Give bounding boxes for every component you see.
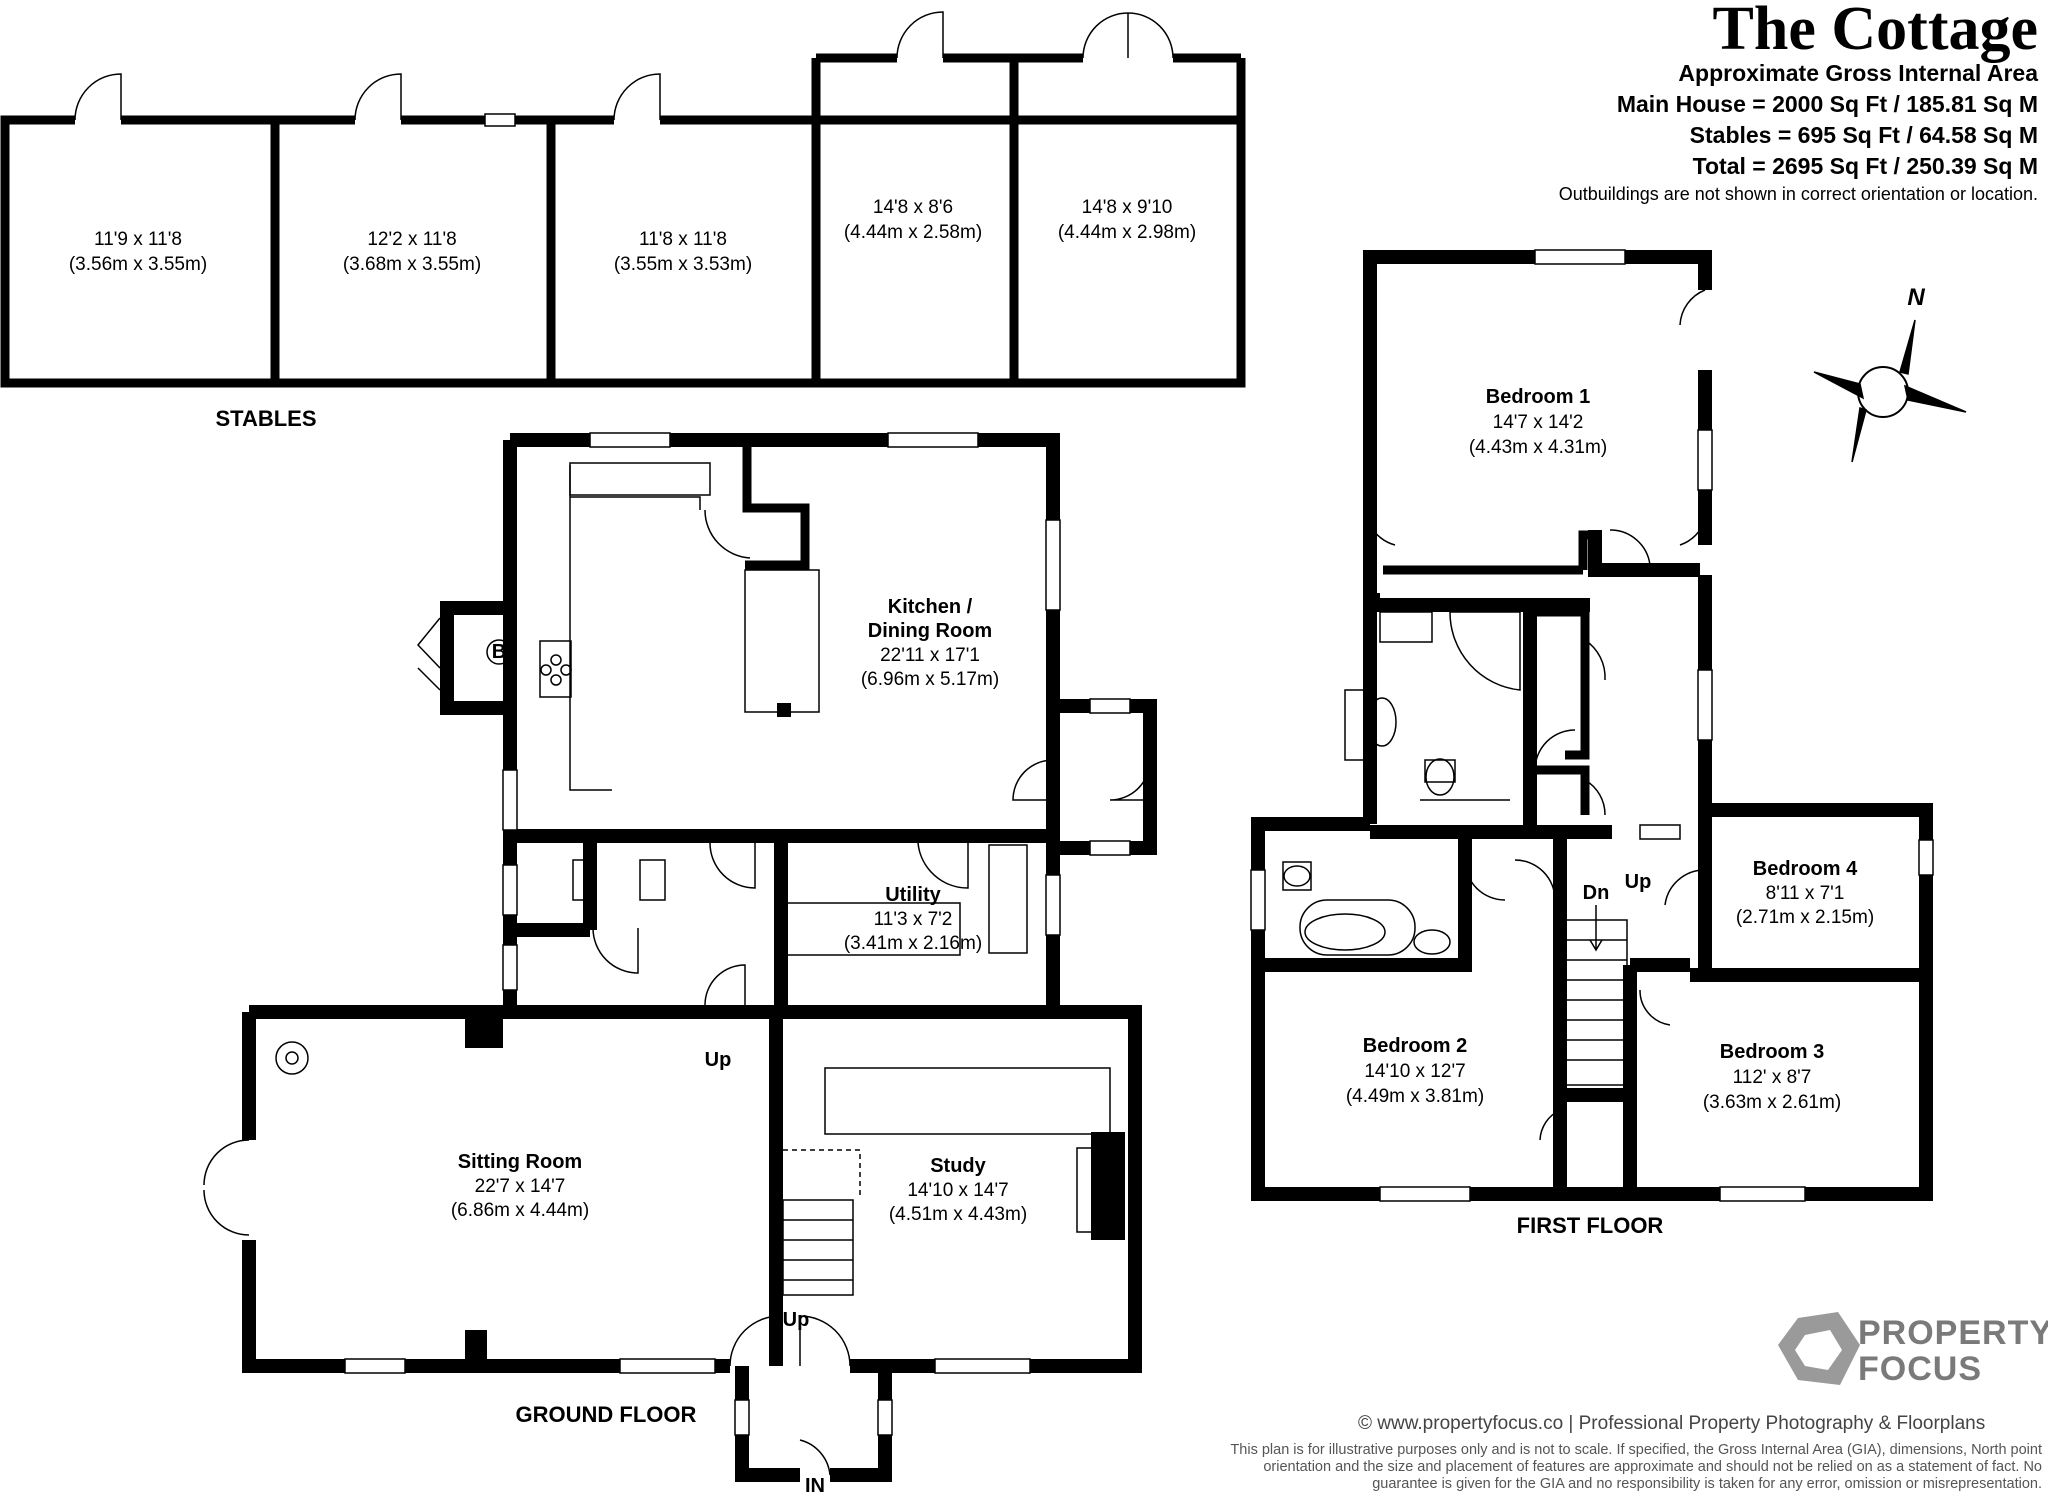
fireplaces [275,703,1125,1362]
first-floor-walls [1251,250,1933,1201]
ground-floor-walls [242,433,1157,1482]
first-floor-stairs [1564,905,1628,1086]
bedroom-1-imperial: 14'7 x 14'2 [1493,412,1584,433]
entrance-label: IN [805,1475,825,1497]
brand-line-1: PROPERTY [1858,1314,2048,1352]
area-total: Total = 2695 Sq Ft / 250.39 Sq M [1692,153,2038,179]
utility-imperial: 11'3 x 7'2 [874,909,953,930]
disclaimer: This plan is for illustrative purposes o… [1230,1442,2042,1492]
compass-rose [1813,319,1967,463]
utility-metric: (3.41m x 2.16m) [844,933,982,954]
ground-floor-stairs [782,1149,861,1296]
brand-logo: PROPERTY FOCUS [1770,1310,2048,1400]
kitchen-imperial: 22'11 x 17'1 [880,645,980,666]
first-floor-heading: FIRST FLOOR [1517,1213,1664,1238]
bedroom-1-label: Bedroom 1 [1486,386,1590,408]
bedroom-2-imperial: 14'10 x 12'7 [1364,1061,1465,1082]
bedroom-2-label: Bedroom 2 [1363,1035,1467,1057]
stable-5-imperial: 14'8 x 9'10 [1082,197,1173,218]
study-metric: (4.51m x 4.43m) [889,1204,1027,1225]
stable-1-imperial: 11'9 x 11'8 [94,229,182,250]
bedroom-4-metric: (2.71m x 2.15m) [1736,907,1874,928]
first-floor-partitions [1383,530,1598,815]
stable-4-imperial: 14'8 x 8'6 [873,197,953,218]
boiler-bay [417,617,512,691]
stable-5-metric: (4.44m x 2.98m) [1058,222,1196,243]
first-floor-windows [1250,249,1934,1202]
study-imperial: 14'10 x 14'7 [907,1180,1008,1201]
first-floor-doors [1369,289,1706,1141]
area-main-house: Main House = 2000 Sq Ft / 185.81 Sq M [1616,91,2038,117]
property-title: The Cottage [1712,0,2038,63]
sitting-room-metric: (6.86m x 4.44m) [451,1200,589,1221]
study-label: Study [930,1155,986,1177]
kitchen-cupboard [742,447,810,570]
boiler-label: B [492,641,506,663]
stables-block [0,53,1246,388]
outbuildings-note: Outbuildings are not shown in correct or… [1558,184,2038,204]
sitting-room-label: Sitting Room [458,1151,582,1173]
compass-north-label: N [1907,284,1925,311]
ground-floor-doors [592,509,1151,1476]
kitchen-worktops [539,462,1116,1233]
property-focus-logo-icon [1778,1312,1860,1385]
stairs-up-label-2: Up [783,1309,810,1331]
area-heading: Approximate Gross Internal Area [1678,60,2038,86]
first-floor-fixtures [1282,611,1521,956]
bedroom-3-imperial: 112' x 8'7 [1733,1067,1812,1088]
kitchen-metric: (6.96m x 5.17m) [861,669,999,690]
bedroom-4-label: Bedroom 4 [1753,858,1858,880]
brand-line-2: FOCUS [1858,1350,1982,1388]
stairs-down-label: Dn [1583,882,1610,904]
stable-4-metric: (4.44m x 2.58m) [844,222,982,243]
bedroom-2-metric: (4.49m x 3.81m) [1346,1086,1484,1107]
header-block: The Cottage Approximate Gross Internal A… [1559,0,2038,206]
bedroom-3-label: Bedroom 3 [1720,1041,1824,1063]
stairs-up-label-ff: Up [1625,871,1652,893]
ground-floor-heading: GROUND FLOOR [516,1402,697,1427]
stable-2-imperial: 12'2 x 11'8 [367,229,456,250]
area-stables: Stables = 695 Sq Ft / 64.58 Sq M [1689,122,2038,148]
bedroom-4-imperial: 8'11 x 7'1 [1766,883,1845,904]
bedroom-1-metric: (4.43m x 4.31m) [1469,437,1607,458]
ground-floor-windows [203,432,1131,1436]
stable-doors [74,11,1174,127]
stables-heading: STABLES [215,406,316,431]
stable-3-imperial: 11'8 x 11'8 [639,229,727,250]
contact-line: © www.propertyfocus.co | Professional Pr… [1358,1413,1986,1434]
kitchen-label-2: Dining Room [868,620,992,642]
sitting-room-imperial: 22'7 x 14'7 [475,1176,566,1197]
stable-1-metric: (3.56m x 3.55m) [69,254,207,275]
stable-3-metric: (3.55m x 3.53m) [614,254,752,275]
stable-2-metric: (3.68m x 3.55m) [343,254,481,275]
utility-label: Utility [885,884,941,906]
bedroom-3-metric: (3.63m x 2.61m) [1703,1092,1841,1113]
stairs-up-label-1: Up [705,1049,732,1071]
kitchen-label-1: Kitchen / [888,596,973,618]
